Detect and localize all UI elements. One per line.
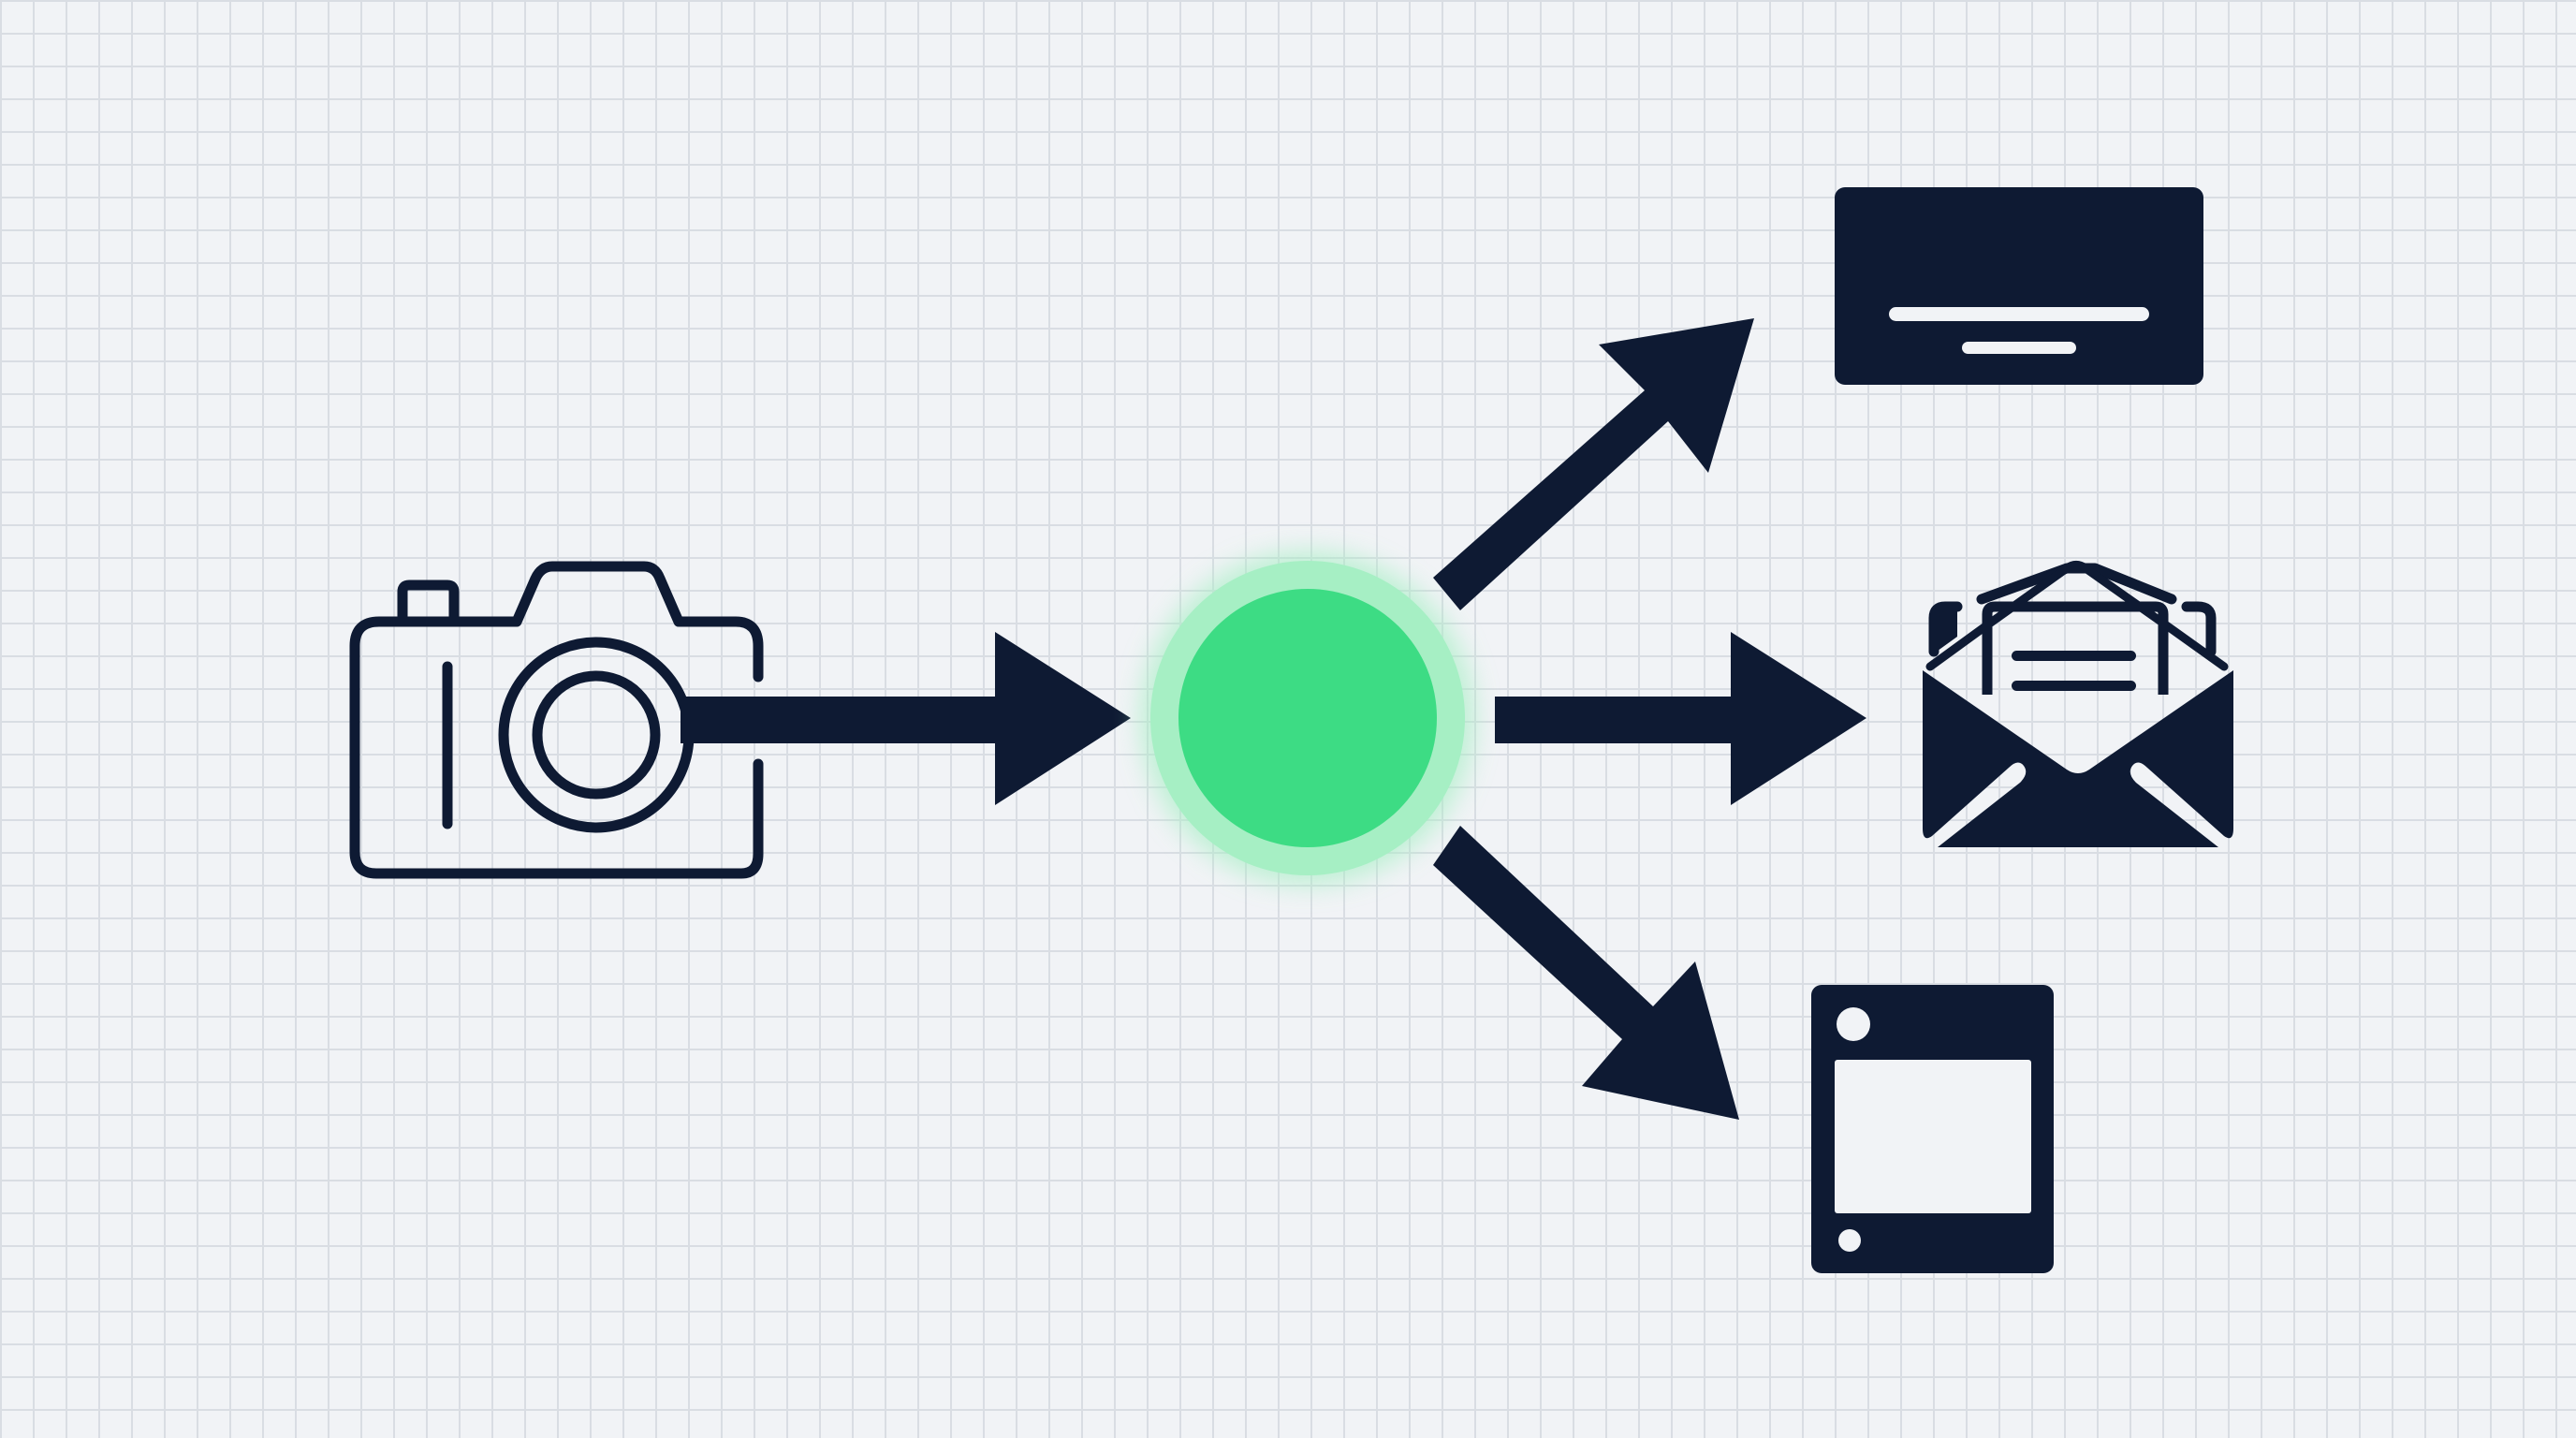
envelope-icon [1923, 561, 2233, 847]
arrow-hub-to-phone [1433, 826, 1739, 1120]
arrow-hub-to-envelope [1495, 632, 1866, 805]
arrow-camera-to-hub [681, 632, 1131, 805]
phone-icon [1811, 985, 2054, 1273]
arrow-hub-to-banner [1433, 318, 1754, 610]
hub-node [1141, 551, 1474, 885]
camera-icon [349, 561, 764, 879]
banner-icon [1835, 187, 2203, 385]
